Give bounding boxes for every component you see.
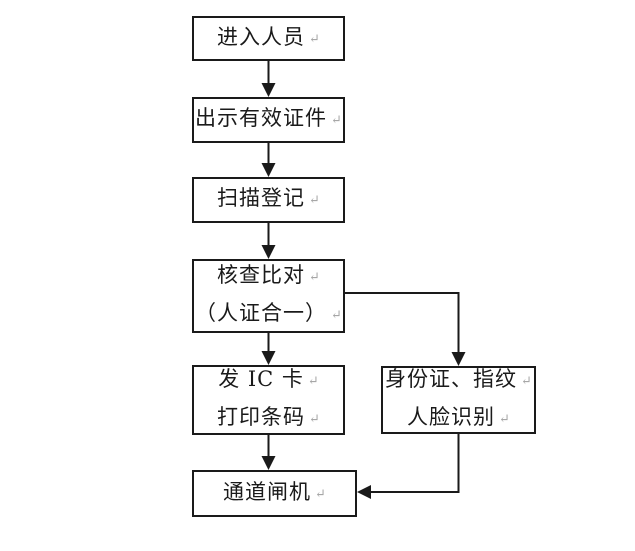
arrow-ic-card-to-gate — [261, 435, 276, 470]
flow-box-issue-ic-card: 发 IC 卡 ↵ 打印条码 ↵ — [192, 365, 345, 435]
arrow-scan-to-verify — [261, 223, 276, 259]
box-line: （人证合一） ↵ — [195, 296, 342, 334]
flow-box-verify-compare: 核查比对 ↵ （人证合一） ↵ — [192, 259, 345, 333]
box-label: 核查比对 — [217, 263, 306, 287]
arrow-biometric-to-gate — [357, 434, 460, 499]
box-line: 进入人员 ↵ — [217, 20, 320, 58]
box-line: 核查比对 ↵ — [217, 258, 320, 296]
return-mark-icon: ↵ — [309, 31, 320, 47]
box-label: 通道闸机 — [223, 479, 312, 504]
return-mark-icon: ↵ — [499, 412, 510, 427]
arrow-verify-to-biometric — [345, 292, 466, 366]
arrow-verify-to-ic-card — [261, 333, 276, 365]
box-line: 扫描登记 ↵ — [217, 181, 320, 219]
box-label: 扫描登记 — [217, 186, 306, 210]
box-label: 身份证、指纹 — [385, 367, 518, 391]
box-line: 身份证、指纹 ↵ — [385, 362, 532, 400]
flow-box-channel-gate: 通道闸机 ↵ — [192, 470, 357, 517]
flow-box-scan-register: 扫描登记 ↵ — [192, 177, 345, 223]
return-mark-icon: ↵ — [309, 412, 320, 427]
box-label: 打印条码 — [217, 405, 306, 429]
return-mark-icon: ↵ — [521, 374, 532, 389]
box-label: 人脸识别 — [407, 405, 496, 429]
arrow-entry-to-show-id — [261, 61, 276, 97]
box-label: 发 IC 卡 — [218, 367, 304, 391]
box-line: 通道闸机 ↵ — [223, 475, 326, 513]
return-mark-icon: ↵ — [309, 193, 320, 208]
flow-box-biometric-recognition: 身份证、指纹 ↵ 人脸识别 ↵ — [381, 366, 536, 434]
flow-box-show-valid-id: 出示有效证件 ↵ — [192, 97, 345, 143]
return-mark-icon: ↵ — [331, 113, 342, 128]
box-line: 发 IC 卡 ↵ — [218, 362, 319, 400]
arrow-show-id-to-scan — [261, 143, 276, 177]
box-label: 进入人员 — [217, 24, 306, 49]
return-mark-icon: ↵ — [315, 486, 326, 502]
box-line: 打印条码 ↵ — [217, 400, 320, 438]
return-mark-icon: ↵ — [307, 374, 319, 389]
box-line: 出示有效证件 ↵ — [195, 101, 342, 139]
box-line: 人脸识别 ↵ — [407, 400, 510, 438]
box-label: （人证合一） — [195, 301, 328, 325]
box-label: 出示有效证件 — [195, 106, 328, 130]
return-mark-icon: ↵ — [309, 270, 320, 285]
flow-box-entry-personnel: 进入人员 ↵ — [192, 16, 345, 61]
return-mark-icon: ↵ — [331, 308, 342, 323]
